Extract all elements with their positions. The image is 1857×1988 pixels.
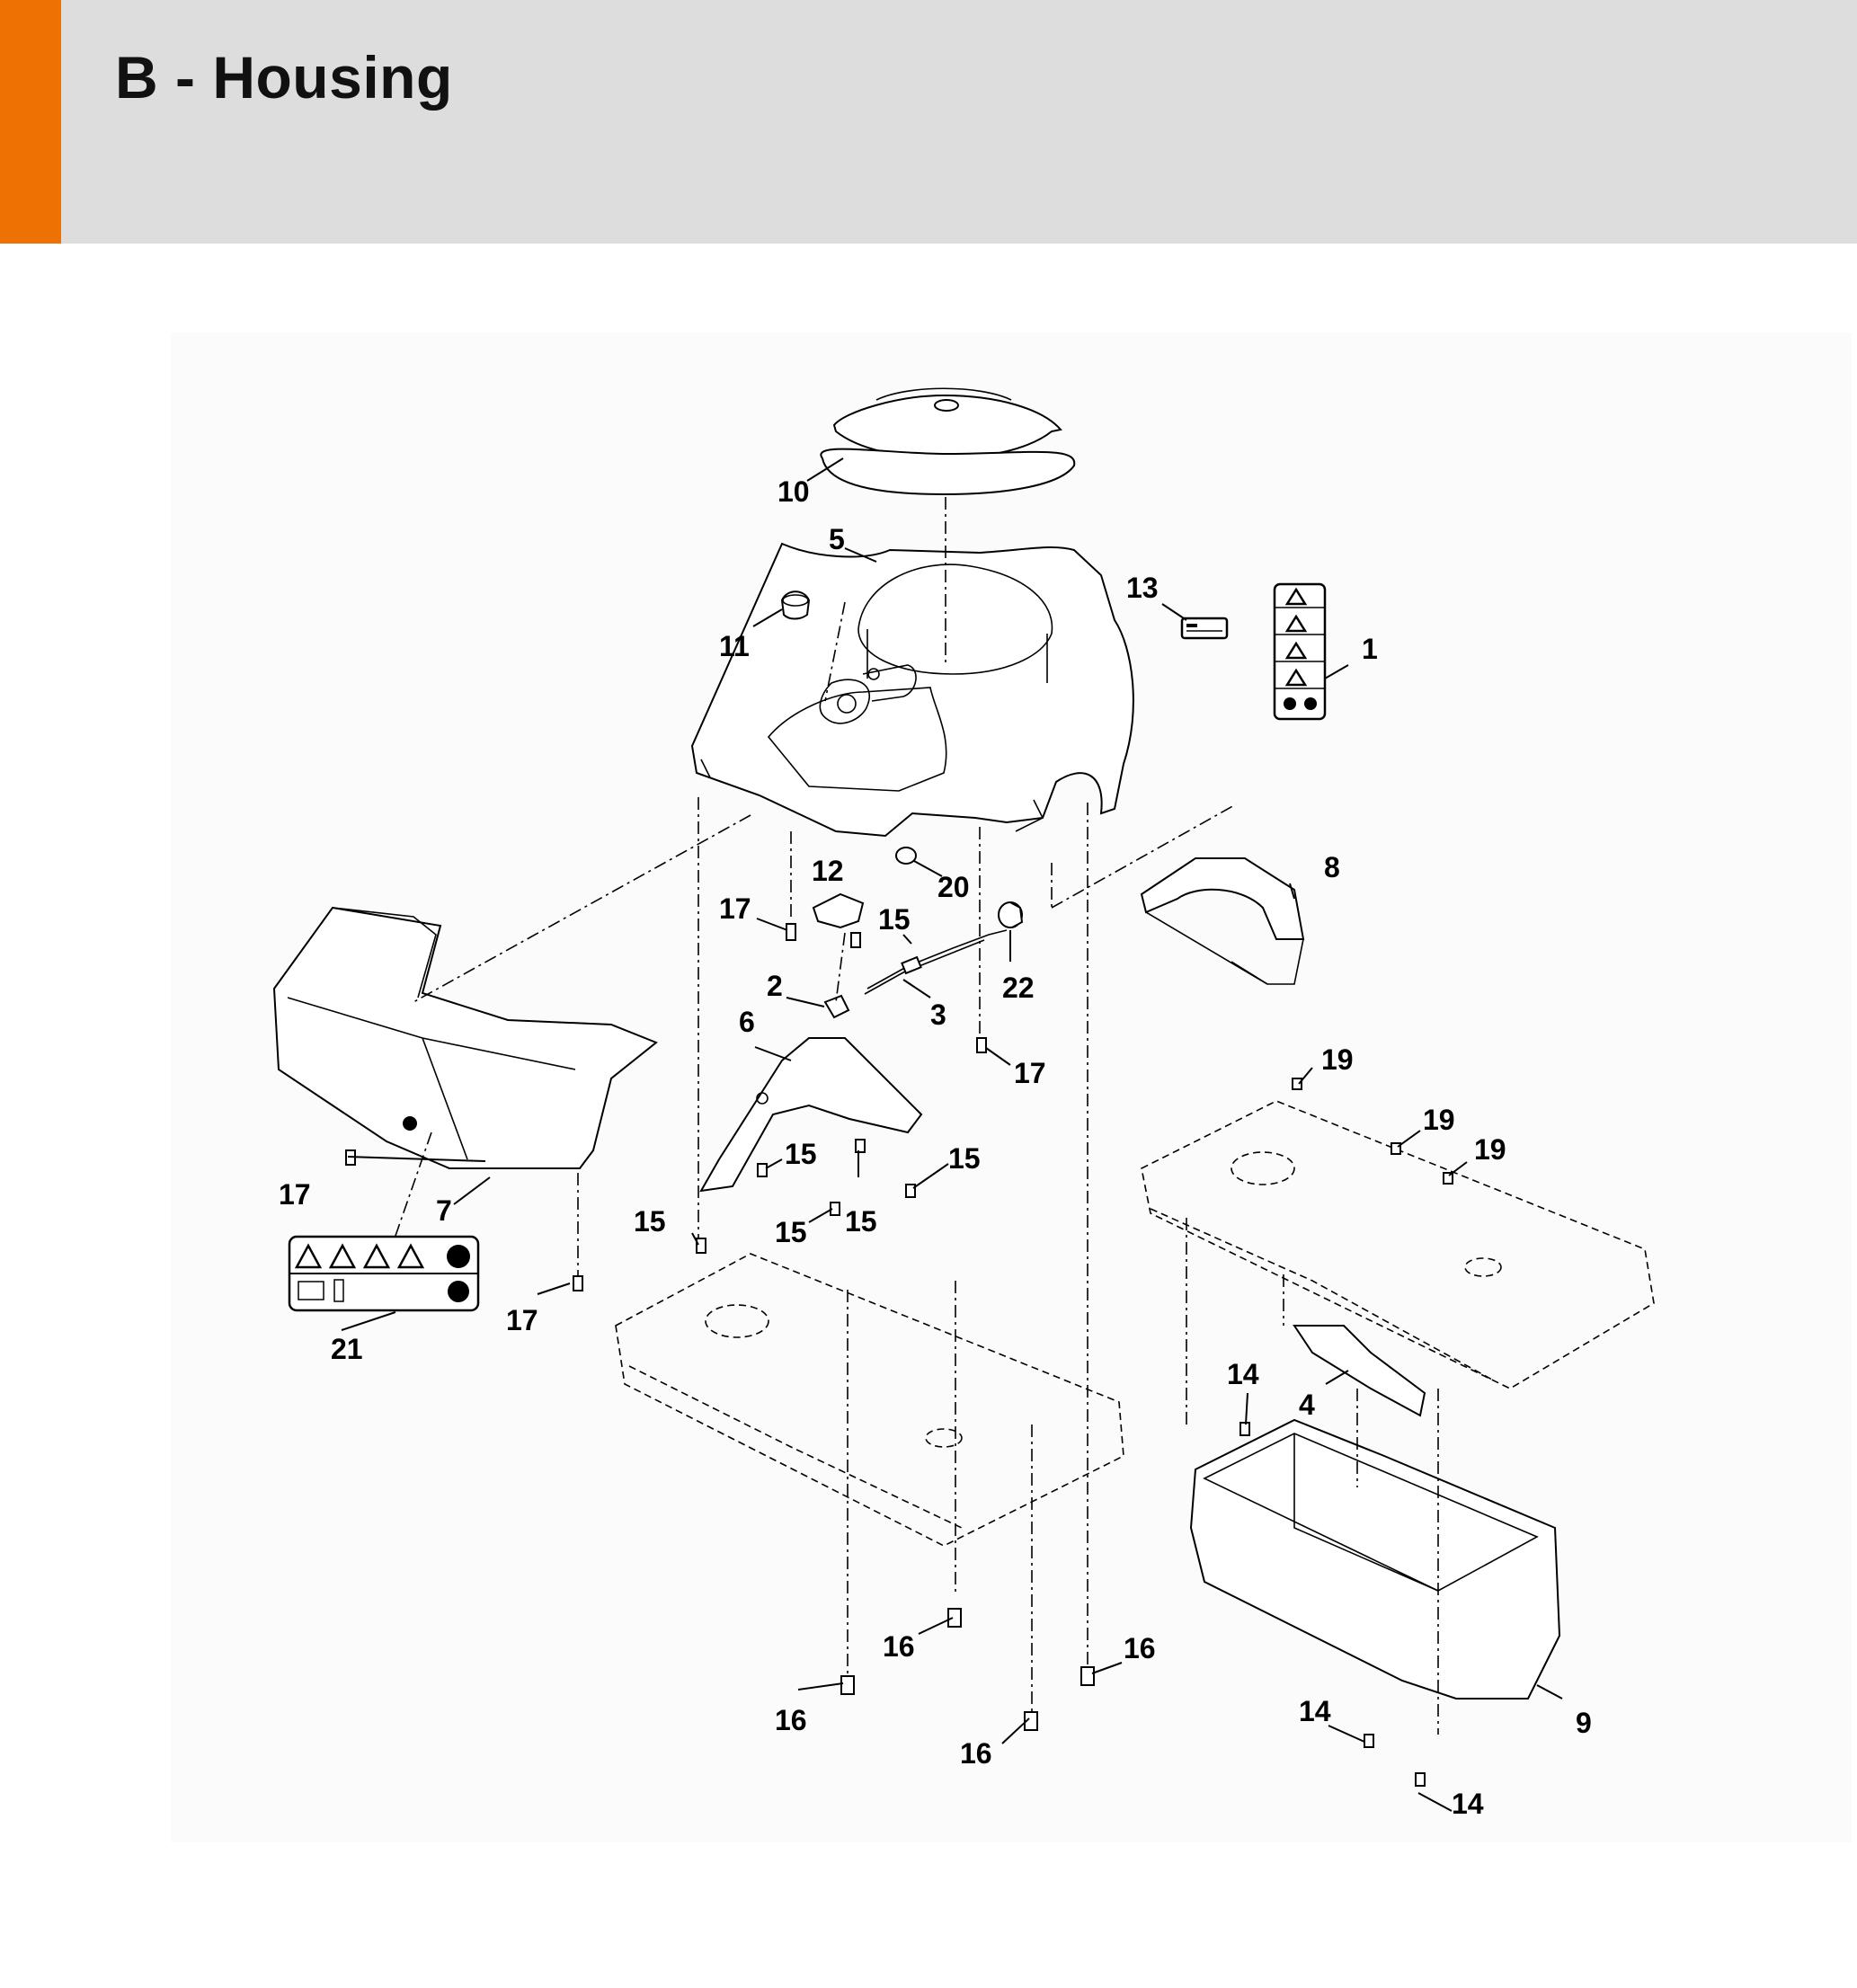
callout-1: 1	[1362, 633, 1378, 665]
deck-lower-left	[615, 1253, 1124, 1547]
part-20	[895, 847, 917, 865]
part-4	[1293, 1325, 1426, 1417]
callout-15f: 15	[845, 1205, 877, 1238]
accent-bar	[0, 0, 61, 244]
callout-15b: 15	[785, 1138, 817, 1170]
callout-8: 8	[1324, 851, 1340, 883]
callout-19c: 19	[1474, 1133, 1506, 1166]
part-21-warning-label	[288, 1235, 480, 1312]
callout-3: 3	[930, 998, 946, 1031]
part-7-front-panel	[272, 906, 658, 1169]
callout-22: 22	[1002, 972, 1035, 1004]
part-10-cover	[820, 387, 1076, 496]
callout-17d: 17	[506, 1304, 538, 1336]
callout-17a: 17	[719, 892, 751, 925]
callout-9: 9	[1576, 1707, 1592, 1739]
leader-lines	[341, 457, 1563, 1812]
part-22	[998, 901, 1024, 928]
callout-21: 21	[331, 1333, 363, 1365]
callout-16d: 16	[960, 1737, 992, 1770]
callout-12: 12	[812, 855, 844, 887]
callout-19b: 19	[1423, 1104, 1455, 1136]
assembly-lines	[395, 497, 1439, 1735]
header: B - Housing	[0, 0, 1857, 244]
callout-11: 11	[719, 630, 750, 662]
callouts: 10 5 13 11 1 12 20 8 17 15 2 22 6 3 17 1…	[279, 475, 1592, 1820]
callout-14a: 14	[1227, 1358, 1259, 1390]
part-6-bracket	[699, 1037, 923, 1193]
part-13-label	[1180, 617, 1229, 640]
screws	[345, 923, 1453, 1787]
callout-14b: 14	[1299, 1695, 1331, 1727]
callout-15a: 15	[878, 903, 911, 936]
part-8	[1140, 857, 1305, 985]
callout-6: 6	[739, 1006, 755, 1038]
callout-17c: 17	[279, 1178, 311, 1211]
part-9-box	[1189, 1418, 1561, 1700]
callout-16b: 16	[1124, 1632, 1156, 1664]
callout-2: 2	[767, 970, 783, 1002]
callout-15e: 15	[775, 1216, 807, 1248]
callout-7: 7	[436, 1194, 452, 1227]
callout-14c: 14	[1452, 1788, 1484, 1820]
part-11	[780, 590, 811, 620]
callout-5: 5	[829, 523, 845, 555]
part-3-cable	[864, 929, 1008, 995]
part-12	[812, 892, 865, 929]
callout-4: 4	[1299, 1389, 1315, 1421]
callout-19a: 19	[1321, 1043, 1354, 1076]
page-title: B - Housing	[115, 44, 453, 111]
callout-13: 13	[1126, 572, 1159, 604]
deck-upper-right	[1141, 1100, 1655, 1389]
callout-15c: 15	[948, 1142, 981, 1175]
callout-10: 10	[777, 475, 810, 508]
part-5-housing	[690, 542, 1134, 838]
callout-16c: 16	[775, 1704, 807, 1736]
callout-20: 20	[937, 871, 970, 903]
callout-16a: 16	[883, 1630, 915, 1663]
callout-15d: 15	[634, 1205, 666, 1238]
part-1-warning-label	[1273, 582, 1327, 721]
callout-17b: 17	[1014, 1057, 1046, 1089]
